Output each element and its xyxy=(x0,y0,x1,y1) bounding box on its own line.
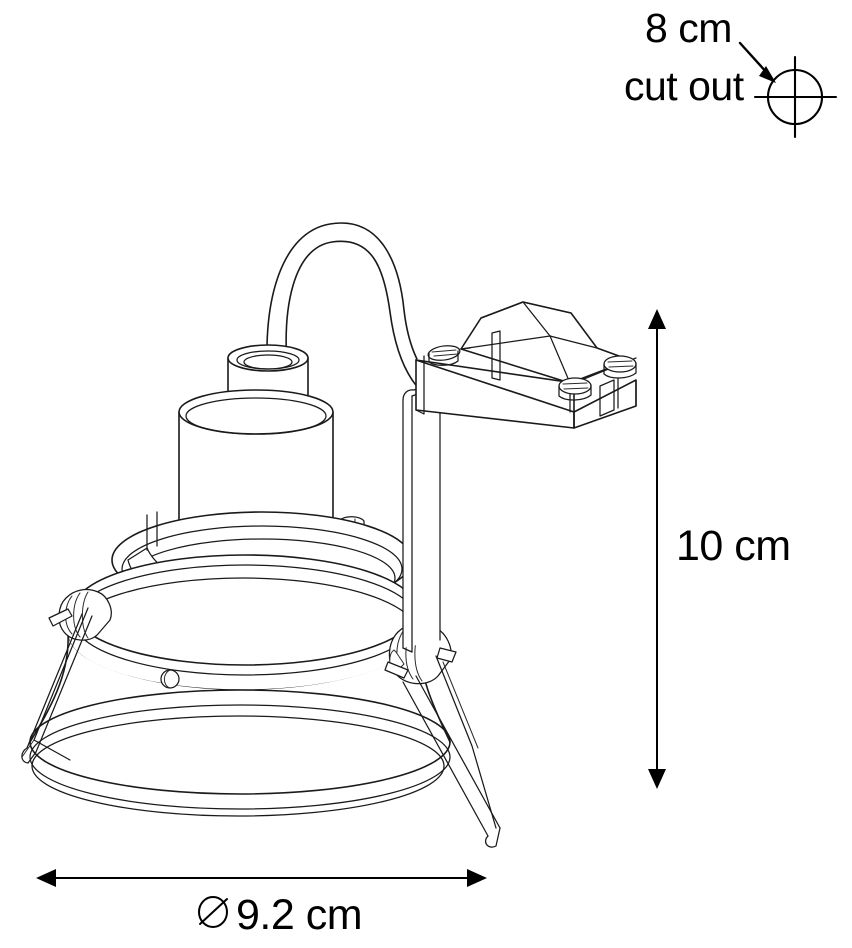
junction-box-screw xyxy=(427,345,461,366)
diameter-symbol-icon xyxy=(198,896,228,928)
junction-box xyxy=(415,300,637,429)
height-dimension: 10 cm xyxy=(648,309,791,789)
cutout-leader-arrow xyxy=(738,41,776,83)
height-dimension-label: 10 cm xyxy=(676,522,791,570)
bracket-plate xyxy=(402,377,447,653)
diameter-dimension: 9.2 cm xyxy=(36,869,487,939)
junction-box-screw xyxy=(603,355,637,379)
cutout-annotation: 8 cm cut out xyxy=(624,5,838,139)
bezel-trim-rings xyxy=(67,554,419,691)
junction-box-screw xyxy=(558,377,592,401)
bezel-screw-detail xyxy=(160,669,180,689)
spring-clip-left xyxy=(21,588,112,764)
downlight-fixture-drawing xyxy=(21,222,637,848)
crosshair-circle-icon xyxy=(753,55,838,139)
diameter-dimension-label: 9.2 cm xyxy=(236,891,362,939)
cutout-description-label: cut out xyxy=(624,63,745,109)
cutout-value-label: 8 cm xyxy=(645,5,732,51)
